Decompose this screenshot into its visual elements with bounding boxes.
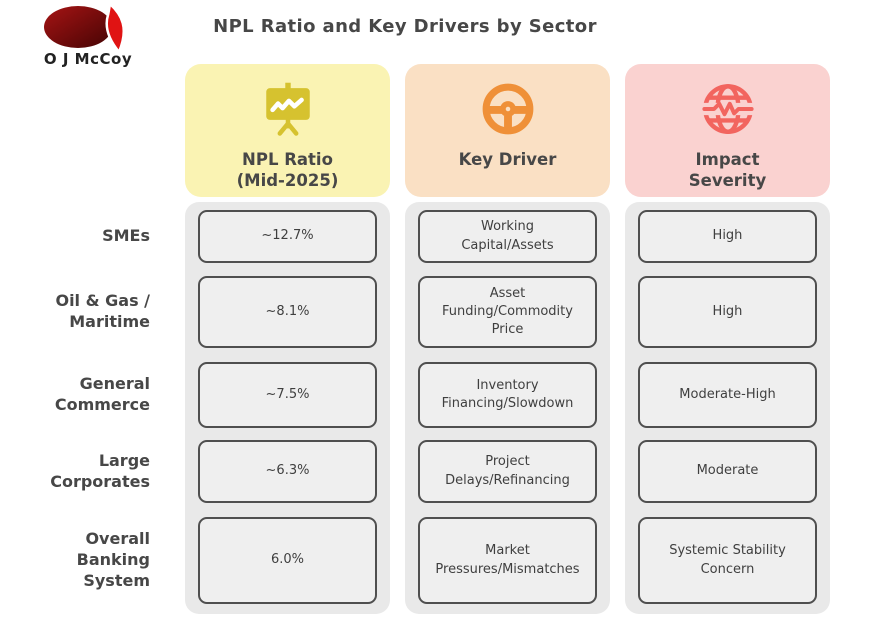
driver-cell-oil-gas-maritime: Asset Funding/Commodity Price: [418, 276, 597, 348]
presentation-chart-icon: [259, 78, 317, 140]
logo: O J McCoy: [33, 4, 143, 68]
row-label-smes: SMEs: [102, 226, 150, 246]
npl-cell-general-commerce: ~7.5%: [198, 362, 377, 428]
column-header-label: Key Driver: [458, 150, 557, 169]
severity-cell-general-commerce: Moderate-High: [638, 362, 817, 428]
severity-cell-oil-gas-maritime: High: [638, 276, 817, 348]
npl-cell-overall-banking-system: 6.0%: [198, 517, 377, 604]
logo-text: O J McCoy: [43, 50, 133, 68]
severity-cell-overall-banking-system: Systemic Stability Concern: [638, 517, 817, 604]
driver-cell-smes: Working Capital/Assets: [418, 210, 597, 263]
driver-cell-overall-banking-system: Market Pressures/Mismatches: [418, 517, 597, 604]
logo-mark-icon: [44, 4, 125, 52]
column-header-label: Impact Severity: [688, 150, 767, 191]
globe-pulse-icon: [700, 78, 756, 140]
row-label-overall-banking-system: Overall Banking System: [76, 529, 150, 590]
severity-cell-smes: High: [638, 210, 817, 263]
column-header-key-driver: Key Driver: [405, 64, 610, 197]
driver-cell-large-corporates: Project Delays/Refinancing: [418, 440, 597, 503]
row-label-general-commerce: General Commerce: [54, 374, 150, 414]
column-header-npl-ratio: NPL Ratio (Mid-2025): [185, 64, 390, 197]
npl-cell-large-corporates: ~6.3%: [198, 440, 377, 503]
driver-cell-general-commerce: Inventory Financing/Slowdown: [418, 362, 597, 428]
npl-cell-oil-gas-maritime: ~8.1%: [198, 276, 377, 348]
page-title: NPL Ratio and Key Drivers by Sector: [213, 16, 597, 37]
row-label-large-corporates: Large Corporates: [50, 450, 150, 491]
npl-cell-smes: ~12.7%: [198, 210, 377, 263]
severity-cell-large-corporates: Moderate: [638, 440, 817, 503]
column-header-label: NPL Ratio (Mid-2025): [236, 150, 339, 191]
steering-wheel-icon: [480, 78, 536, 140]
column-header-impact-severity: Impact Severity: [625, 64, 830, 197]
row-label-oil-gas-maritime: Oil & Gas / Maritime: [55, 291, 150, 331]
